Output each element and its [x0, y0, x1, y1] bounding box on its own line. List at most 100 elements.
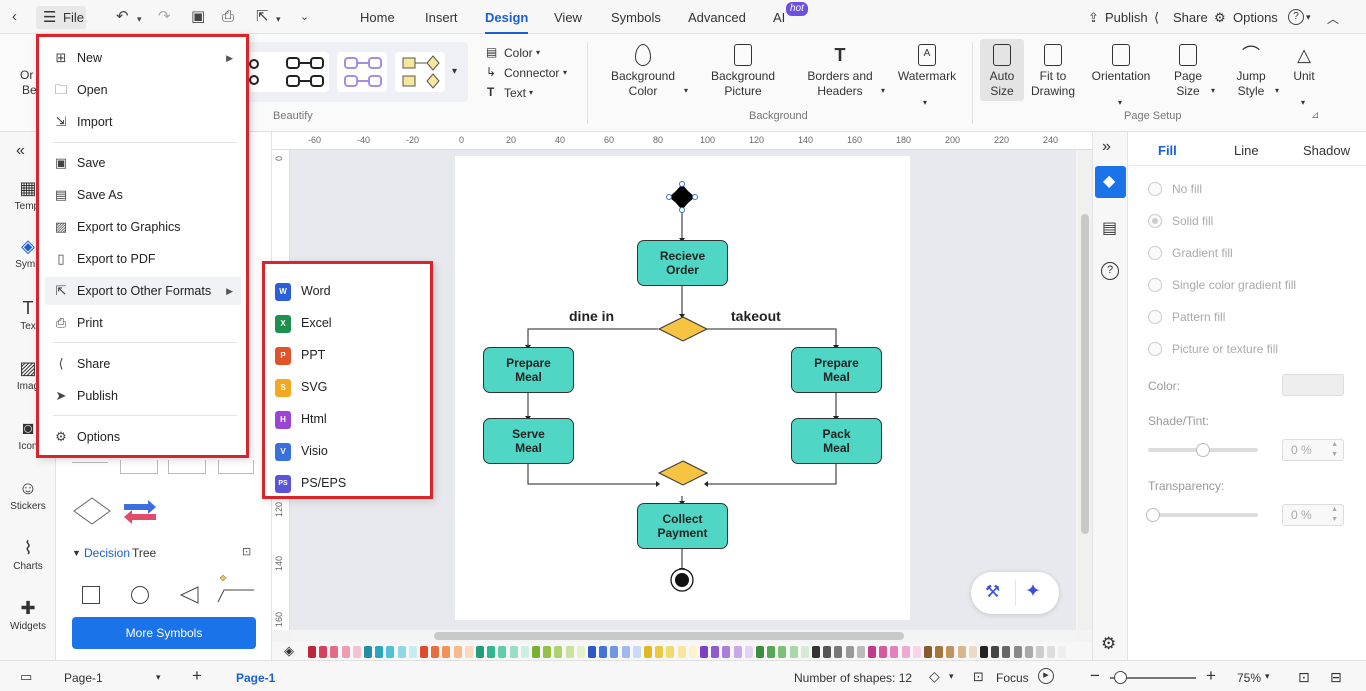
color-swatch[interactable] — [543, 646, 552, 658]
decision-node-merge[interactable] — [657, 460, 709, 486]
auto-size-button[interactable]: Auto Size — [980, 44, 1024, 99]
sidebar-item-icons[interactable]: ◙Icon — [0, 418, 56, 452]
color-swatch[interactable] — [442, 646, 451, 658]
color-swatch[interactable] — [935, 646, 944, 658]
help-dropdown-icon[interactable]: ▾ — [1306, 12, 1311, 22]
redo-icon[interactable]: ↷ — [158, 8, 171, 25]
menu-item-open[interactable]: 🗀Open — [45, 76, 241, 104]
unit-button[interactable]: △ Unit — [1288, 44, 1320, 84]
color-swatch[interactable] — [1036, 646, 1044, 658]
color-swatch[interactable] — [341, 646, 350, 658]
color-swatch[interactable] — [980, 646, 988, 658]
sidebar-item-widgets[interactable]: ✚Widgets — [0, 598, 56, 632]
flow-node-prepare-meal-left[interactable]: Prepare Meal — [483, 347, 574, 393]
color-swatch[interactable] — [476, 646, 484, 658]
undo-icon[interactable]: ↶ — [116, 8, 129, 25]
spinner-arrows-icon[interactable]: ▲▼ — [1331, 441, 1338, 458]
color-swatch[interactable] — [498, 646, 507, 658]
color-swatch[interactable] — [1058, 646, 1067, 658]
radio-single-gradient-fill[interactable]: Single color gradient fill — [1148, 278, 1296, 292]
page-properties-icon[interactable]: ▤ — [1102, 220, 1118, 237]
radio-pattern-fill[interactable]: Pattern fill — [1148, 310, 1225, 324]
beautify-style-thumb[interactable] — [337, 52, 387, 92]
color-swatch[interactable] — [464, 646, 473, 658]
color-swatch[interactable] — [632, 646, 641, 658]
color-swatch[interactable] — [1047, 646, 1056, 658]
radio-picture-fill[interactable]: Picture or texture fill — [1148, 342, 1278, 356]
section-settings-icon[interactable]: ⊡ — [242, 546, 252, 558]
beautify-style-thumb[interactable] — [395, 52, 445, 92]
color-swatch[interactable] — [733, 646, 742, 658]
vertical-scrollbar[interactable] — [1078, 150, 1092, 630]
connector-shape-thumb[interactable] — [216, 574, 256, 604]
slider-knob[interactable] — [1196, 443, 1210, 457]
color-swatch[interactable] — [375, 646, 384, 658]
borders-headers-button[interactable]: T Borders and Headers — [800, 44, 880, 99]
chevron-down-icon[interactable]: ▾ — [923, 98, 928, 107]
ai-sparkle-icon[interactable]: ✦ — [1025, 581, 1041, 602]
zoom-out-icon[interactable]: − — [1090, 666, 1100, 685]
circle-shape-thumb[interactable] — [131, 586, 149, 604]
layers-icon[interactable]: ◇ — [929, 668, 940, 684]
color-swatch[interactable] — [509, 646, 518, 658]
color-swatch[interactable] — [722, 646, 731, 658]
color-swatch[interactable] — [677, 646, 686, 658]
color-swatch[interactable] — [319, 646, 328, 658]
publish-button[interactable]: Publish — [1105, 10, 1148, 25]
watermark-button[interactable]: A Watermark — [894, 44, 960, 84]
back-icon[interactable]: ‹ — [12, 8, 17, 25]
color-swatch[interactable] — [655, 646, 664, 658]
color-swatch[interactable] — [610, 646, 619, 658]
color-button[interactable]: Color — [504, 46, 533, 60]
gallery-expand-icon[interactable]: ▾ — [452, 66, 458, 77]
transparency-slider[interactable] — [1146, 508, 1258, 522]
shade-tint-spinner[interactable]: 0 %▲▼ — [1282, 439, 1344, 461]
menu-item-export-graphics[interactable]: ▨Export to Graphics — [45, 213, 241, 241]
color-swatch[interactable] — [823, 646, 832, 658]
color-swatch[interactable] — [308, 646, 316, 658]
radio-solid-fill[interactable]: Solid fill — [1148, 214, 1213, 228]
color-swatch[interactable] — [991, 646, 1000, 658]
color-swatch[interactable] — [856, 646, 865, 658]
more-icon[interactable]: ⌄ — [300, 11, 310, 23]
section-title[interactable]: Decision — [84, 546, 131, 560]
tab-shadow[interactable]: Shadow — [1303, 143, 1350, 158]
color-swatch[interactable] — [420, 646, 428, 658]
fit-page-icon[interactable]: ⊡ — [1298, 669, 1310, 685]
collapse-sidebar-icon[interactable]: « — [16, 142, 25, 159]
orientation-button[interactable]: Orientation — [1086, 44, 1156, 84]
color-swatch[interactable] — [408, 646, 417, 658]
shade-tint-slider[interactable] — [1148, 443, 1258, 457]
transparency-spinner[interactable]: 0 %▲▼ — [1282, 504, 1344, 526]
color-swatch[interactable] — [767, 646, 776, 658]
shape-thumb[interactable] — [168, 460, 206, 474]
flow-node-serve-meal[interactable]: Serve Meal — [483, 418, 574, 464]
file-menu-button[interactable]: ☰ File — [36, 6, 86, 29]
color-swatch[interactable] — [588, 646, 596, 658]
decision-node-dine-takeout[interactable] — [657, 316, 709, 342]
color-swatch[interactable] — [554, 646, 563, 658]
play-icon[interactable]: ▶ — [1038, 668, 1054, 684]
color-swatch[interactable] — [397, 646, 406, 658]
background-picture-button[interactable]: Background Picture — [704, 44, 782, 99]
connector-button[interactable]: Connector — [504, 66, 560, 80]
color-swatch[interactable] — [431, 646, 440, 658]
sidebar-item-charts[interactable]: ⌇Charts — [0, 538, 56, 572]
focus-button[interactable]: Focus — [996, 671, 1029, 685]
menu-item-import[interactable]: ⇲Import — [45, 108, 241, 136]
color-swatch[interactable] — [800, 646, 809, 658]
color-swatch[interactable] — [599, 646, 608, 658]
triangle-shape-thumb[interactable] — [178, 584, 200, 606]
diamond-shape-thumb[interactable] — [72, 494, 112, 528]
color-swatch[interactable] — [711, 646, 720, 658]
jump-style-button[interactable]: ⌒ Jump Style — [1228, 44, 1274, 99]
fill-bucket-icon[interactable]: ◈ — [284, 643, 294, 658]
chevron-down-icon[interactable]: ▾ — [563, 68, 568, 77]
color-swatch[interactable] — [621, 646, 630, 658]
help-icon[interactable]: ? — [1288, 9, 1304, 25]
color-swatch[interactable] — [487, 646, 496, 658]
tab-design[interactable]: Design — [485, 10, 529, 34]
